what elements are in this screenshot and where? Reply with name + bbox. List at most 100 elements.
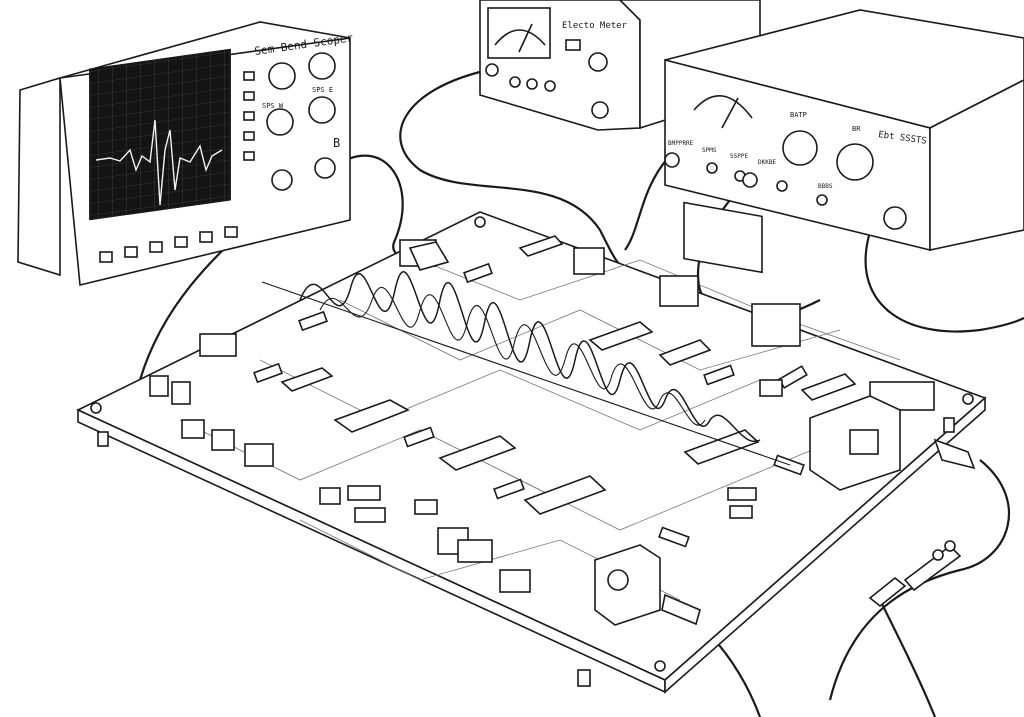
meter-right-jack[interactable] <box>816 194 828 206</box>
board-mount-holes <box>90 216 974 672</box>
meter-top-jack[interactable] <box>526 78 538 90</box>
capacitor-block <box>354 507 386 523</box>
ic-chip-icon[interactable] <box>683 429 760 465</box>
test-probe-icon[interactable] <box>903 544 962 592</box>
meter-right-jack[interactable] <box>706 162 718 174</box>
trace <box>339 299 841 371</box>
meter-right-jack[interactable] <box>776 180 788 192</box>
scope-screen-grid <box>89 48 231 221</box>
bnc-connector-icon[interactable] <box>314 157 336 179</box>
capacitor-block <box>414 499 438 515</box>
capacitor-block <box>171 381 191 405</box>
trace <box>419 259 901 361</box>
rotary-knob-icon[interactable] <box>308 52 336 80</box>
scope-button[interactable] <box>243 151 255 161</box>
capacitor-block <box>149 375 169 397</box>
capacitor-block <box>727 487 757 501</box>
bnc-connector-icon[interactable] <box>661 593 701 626</box>
meter-top-jack[interactable] <box>544 80 556 92</box>
capacitor-block <box>759 379 783 397</box>
probe-ring <box>944 540 956 552</box>
rotary-knob-icon[interactable] <box>588 52 608 72</box>
rotary-knob-icon[interactable] <box>266 108 294 136</box>
scope-button[interactable] <box>99 251 113 263</box>
ic-chip-icon[interactable] <box>333 399 410 433</box>
scope-button[interactable] <box>243 91 255 101</box>
bnc-connector-icon[interactable] <box>591 101 609 119</box>
meter-right-port-label: BMPPRRE <box>668 140 694 147</box>
bnc-connector-icon[interactable] <box>271 169 293 191</box>
scope-corner-label: B <box>333 136 340 150</box>
resistor-icon[interactable] <box>253 362 283 384</box>
oscilloscope: Sem Bend Scoper SPS W SPS E B <box>17 21 354 286</box>
scope-button[interactable] <box>149 241 163 253</box>
meter-needle-icon <box>518 23 533 53</box>
resistor-icon[interactable] <box>463 262 493 284</box>
resistor-icon[interactable] <box>493 478 525 500</box>
resistor-icon[interactable] <box>658 526 690 548</box>
capacitor-block <box>181 419 205 439</box>
rotary-knob-icon[interactable] <box>268 62 296 90</box>
meter-right: Ebt SSSTS BATP BR BMPPRRE SPMS SSPPE DKK… <box>664 9 1024 274</box>
meter-top-switch[interactable] <box>565 39 581 51</box>
capacitor-block <box>457 539 493 563</box>
scope-knob-label-right: SPS E <box>312 86 333 94</box>
ic-chip-icon[interactable] <box>800 373 857 401</box>
cable-right-long <box>828 459 1010 701</box>
capacitor-block <box>199 333 237 357</box>
bnc-connector-icon[interactable] <box>933 438 976 470</box>
rotary-knob-icon[interactable] <box>308 96 336 124</box>
board-jack-bottom-port[interactable] <box>607 569 629 591</box>
resistor-icon[interactable] <box>703 364 735 386</box>
bnc-connector-icon[interactable] <box>408 241 450 271</box>
meter-top-label: Electo Meter <box>562 21 628 31</box>
meter-right-knob-label-left: BATP <box>790 111 807 119</box>
ic-chip-icon[interactable] <box>280 367 334 392</box>
board-jack-right-port[interactable] <box>849 429 879 455</box>
ic-chip-icon[interactable] <box>438 435 517 471</box>
meter-right-knob-label-right: BR <box>852 125 861 133</box>
cable-rightmeter-1 <box>624 157 669 251</box>
scope-button[interactable] <box>124 246 138 258</box>
scope-button[interactable] <box>174 236 188 248</box>
rotary-knob-icon[interactable] <box>782 130 818 166</box>
capacitor-block <box>573 247 605 275</box>
cable-probe-right <box>879 599 937 717</box>
scope-trace <box>95 119 223 206</box>
capacitor-block <box>319 487 341 505</box>
bnc-connector-icon[interactable] <box>664 152 680 168</box>
bnc-connector-icon[interactable] <box>883 206 907 230</box>
scope-button[interactable] <box>224 226 238 238</box>
resistor-icon[interactable] <box>298 310 328 332</box>
waveform-signal-b <box>319 286 706 426</box>
capacitor-block <box>751 303 801 347</box>
scope-knobs <box>266 52 336 191</box>
ic-chip-icon[interactable] <box>523 475 607 515</box>
scope-button[interactable] <box>243 111 255 121</box>
waveform-overlay <box>261 271 791 466</box>
scope-button[interactable] <box>243 71 255 81</box>
meter-top-jack[interactable] <box>509 76 521 88</box>
meter-right-port-label: SSPPE <box>730 153 748 160</box>
rotary-knob-icon[interactable] <box>836 143 874 181</box>
ic-chip-icon[interactable] <box>588 321 654 351</box>
scope-button[interactable] <box>243 131 255 141</box>
cable-topmeter <box>399 68 621 266</box>
meter-right-arc <box>693 95 753 119</box>
board-foot <box>943 417 955 433</box>
trace <box>179 419 561 501</box>
resistor-icon[interactable] <box>403 426 435 448</box>
meter-right-dial <box>683 201 763 274</box>
ic-chip-icon[interactable] <box>658 339 712 366</box>
mount-hole <box>654 660 666 672</box>
capacitor-block <box>659 275 699 307</box>
ic-chip-icon[interactable] <box>518 235 564 257</box>
bnc-connector-icon[interactable] <box>485 63 499 77</box>
test-probe-icon[interactable] <box>868 576 907 608</box>
scope-button[interactable] <box>199 231 213 243</box>
capacitor-block <box>244 443 274 467</box>
bnc-connector-icon[interactable] <box>742 172 758 188</box>
trace <box>259 359 761 431</box>
meter-right-port-label: SPMS <box>702 147 717 154</box>
